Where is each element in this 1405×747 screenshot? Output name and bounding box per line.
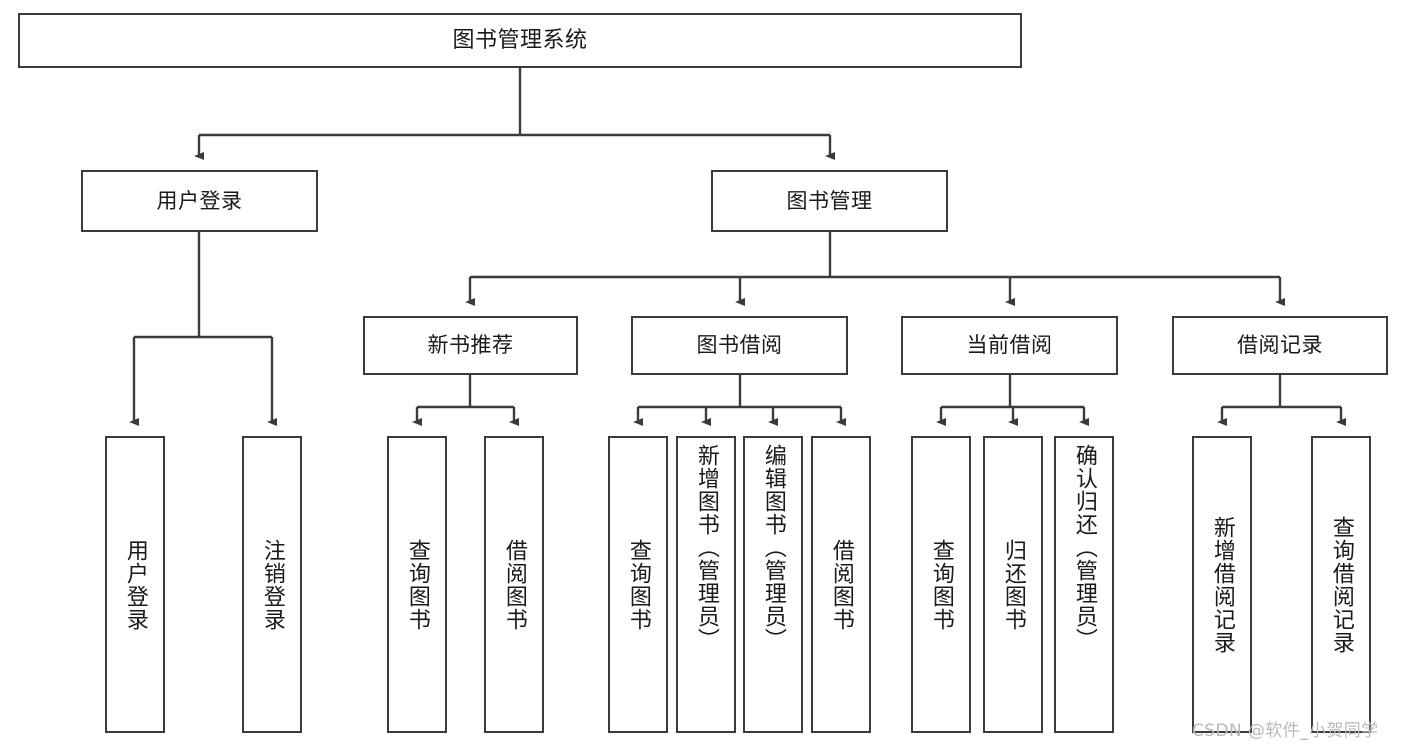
- node-root[interactable]: 图书管理系统: [18, 13, 1022, 68]
- node-leaf-return-book-label: 归还图书: [1000, 538, 1026, 631]
- node-leaf-user-login[interactable]: 用户登录: [105, 436, 165, 733]
- node-book-borrow[interactable]: 图书借阅: [631, 316, 848, 375]
- node-leaf-add-borrow-record-label: 新增借阅记录: [1209, 515, 1235, 654]
- node-book-borrow-label: 图书借阅: [696, 333, 783, 358]
- node-current-borrow-label: 当前借阅: [966, 333, 1053, 358]
- node-borrow-record-label: 借阅记录: [1237, 333, 1323, 358]
- node-new-book-rec[interactable]: 新书推荐: [363, 316, 578, 375]
- node-new-book-rec-label: 新书推荐: [427, 333, 514, 358]
- node-leaf-cur-query-book-label: 查询图书: [928, 538, 954, 631]
- node-leaf-add-borrow-record[interactable]: 新增借阅记录: [1192, 436, 1252, 733]
- node-user-login[interactable]: 用户登录: [81, 170, 318, 232]
- csdn-watermark: CSDN @软件_小贺同学: [1192, 721, 1379, 741]
- node-leaf-query-borrow-record[interactable]: 查询借阅记录: [1311, 436, 1371, 733]
- node-leaf-user-login-label: 用户登录: [122, 538, 148, 631]
- node-leaf-rec-query-book[interactable]: 查询图书: [387, 436, 447, 733]
- node-leaf-confirm-return-admin[interactable]: 确认归还（管理员）: [1054, 436, 1114, 733]
- node-leaf-borrow-query-book-label: 查询图书: [625, 538, 651, 631]
- node-leaf-return-book[interactable]: 归还图书: [983, 436, 1043, 733]
- node-leaf-borrow-book-label: 借阅图书: [828, 538, 854, 631]
- node-leaf-user-logout[interactable]: 注销登录: [242, 436, 302, 733]
- node-book-manage[interactable]: 图书管理: [711, 170, 948, 232]
- node-leaf-edit-book-admin[interactable]: 编辑图书（管理员）: [743, 436, 803, 733]
- node-user-login-label: 用户登录: [156, 188, 243, 213]
- node-leaf-rec-query-book-label: 查询图书: [404, 538, 430, 631]
- node-book-manage-label: 图书管理: [786, 188, 873, 213]
- node-leaf-add-book-admin-label: 新增图书（管理员）: [693, 444, 719, 651]
- node-leaf-borrow-query-book[interactable]: 查询图书: [608, 436, 668, 733]
- node-root-label: 图书管理系统: [452, 27, 588, 53]
- node-leaf-cur-query-book[interactable]: 查询图书: [911, 436, 971, 733]
- node-leaf-edit-book-admin-label: 编辑图书（管理员）: [760, 444, 786, 651]
- node-current-borrow[interactable]: 当前借阅: [901, 316, 1118, 375]
- node-leaf-add-book-admin[interactable]: 新增图书（管理员）: [676, 436, 736, 733]
- node-leaf-borrow-book[interactable]: 借阅图书: [811, 436, 871, 733]
- node-leaf-user-logout-label: 注销登录: [259, 538, 285, 631]
- node-leaf-confirm-return-admin-label: 确认归还（管理员）: [1071, 444, 1097, 651]
- node-leaf-rec-borrow-book[interactable]: 借阅图书: [484, 436, 544, 733]
- node-leaf-rec-borrow-book-label: 借阅图书: [501, 538, 527, 631]
- node-leaf-query-borrow-record-label: 查询借阅记录: [1328, 515, 1354, 654]
- node-borrow-record[interactable]: 借阅记录: [1172, 316, 1388, 375]
